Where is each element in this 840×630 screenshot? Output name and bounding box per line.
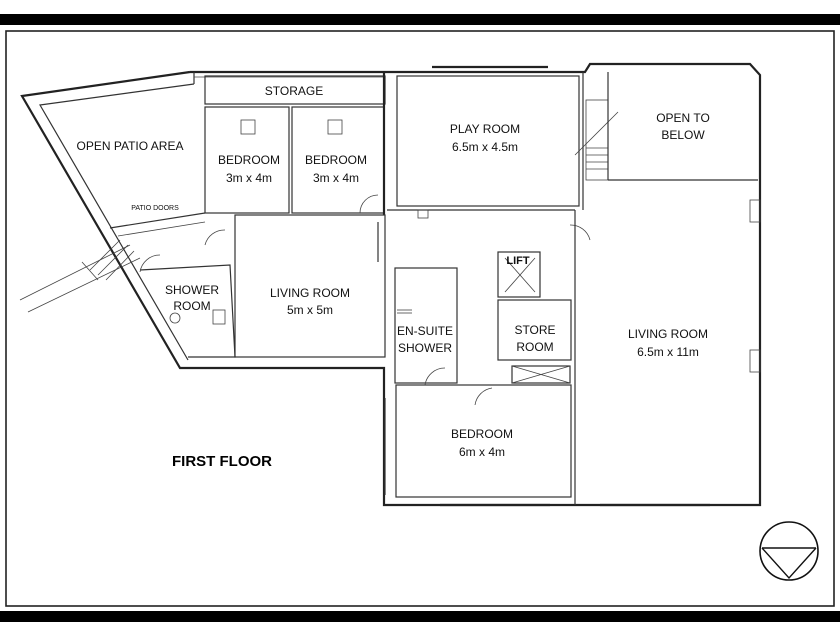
living-room-large-name: LIVING ROOM (628, 327, 708, 341)
bedroom-2-name: BEDROOM (305, 153, 367, 167)
bedroom-1-name: BEDROOM (218, 153, 280, 167)
upper-right-rooms (396, 65, 761, 223)
bedroom-2-size: 3m x 4m (313, 171, 359, 185)
page-border-top (0, 14, 840, 25)
lift-label: LIFT (506, 255, 529, 267)
bedroom-1-size: 3m x 4m (226, 171, 272, 185)
shower-room-line-2: ROOM (173, 299, 210, 313)
upper-left-rooms (204, 72, 386, 215)
open-to-below-line-1: OPEN TO (656, 111, 710, 125)
middle-rooms (234, 209, 761, 505)
core-rooms (394, 251, 572, 406)
play-room-name: PLAY ROOM (450, 122, 520, 136)
living-room-small-size: 5m x 5m (287, 303, 333, 317)
en-suite-line-1: EN-SUITE (397, 324, 453, 338)
bedroom-3-name: BEDROOM (451, 427, 513, 441)
page-border-bottom (0, 611, 840, 622)
open-patio-label: OPEN PATIO AREA (77, 139, 184, 153)
north-arrow-icon (759, 521, 819, 581)
play-room-size: 6.5m x 4.5m (452, 140, 518, 154)
bedroom-bottom (384, 384, 710, 507)
drawing-frame (5, 30, 835, 607)
open-to-below-line-2: BELOW (661, 128, 705, 142)
bedroom-3-size: 6m x 4m (459, 445, 505, 459)
store-room-line-2: ROOM (516, 340, 553, 354)
floor-title: FIRST FLOOR (172, 453, 272, 470)
storage-label: STORAGE (265, 84, 323, 98)
living-room-large-size: 6.5m x 11m (637, 345, 699, 359)
labels: OPEN PATIO AREA PATIO DOORS STORAGE BEDR… (77, 84, 710, 470)
en-suite-line-2: SHOWER (398, 341, 452, 355)
shower-room (139, 229, 236, 358)
store-room-line-1: STORE (514, 323, 555, 337)
building-outline (20, 62, 762, 507)
patio-doors-label: PATIO DOORS (131, 205, 179, 212)
shower-room-line-1: SHOWER (165, 283, 219, 297)
living-room-small-name: LIVING ROOM (270, 286, 350, 300)
patio-stair (19, 212, 206, 313)
